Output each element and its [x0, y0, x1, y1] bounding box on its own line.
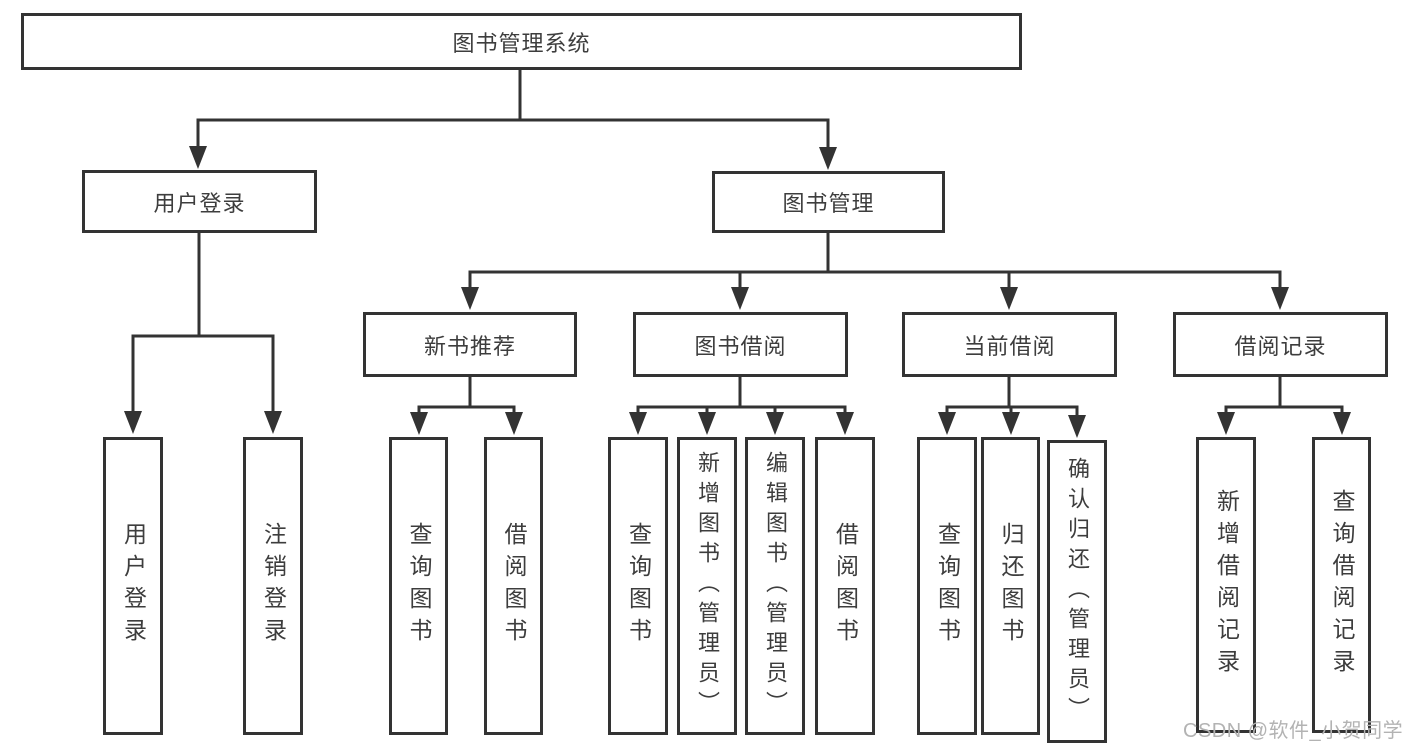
node-label: 查询借阅记录: [1329, 489, 1355, 681]
node-library-management-system: 图书管理系统: [21, 13, 1022, 70]
connector-new-books-to-leaves: [410, 377, 523, 435]
leaf-query-books-1: 查询图书: [389, 437, 448, 735]
leaf-user-login: 用户登录: [103, 437, 163, 735]
node-label: 查询图书: [406, 522, 432, 650]
node-label: 图书借阅: [694, 333, 787, 359]
node-label: 注销登录: [260, 522, 287, 650]
connector-current-borrow-to-leaves: [938, 377, 1086, 438]
leaf-return-books: 归还图书: [981, 437, 1040, 735]
leaf-add-books-admin: 新增图书（管理员）: [677, 437, 737, 735]
node-new-book-recommendation: 新书推荐: [363, 312, 577, 377]
connector-borrow-records-to-leaves: [1217, 377, 1351, 435]
node-label: 新增借阅记录: [1213, 489, 1240, 681]
leaf-edit-books-admin: 编辑图书（管理员）: [745, 437, 805, 735]
node-book-borrowing: 图书借阅: [633, 312, 848, 377]
node-label: 当前借阅: [963, 333, 1056, 359]
node-user-login: 用户登录: [82, 170, 317, 233]
node-label: 借阅图书: [832, 522, 859, 650]
node-borrowing-records: 借阅记录: [1173, 312, 1388, 377]
connector-book-management-to-level3: [461, 233, 1289, 310]
node-label: 用户登录: [153, 190, 246, 216]
node-label: 新书推荐: [423, 333, 516, 359]
connector-user-login-to-leaves: [124, 233, 282, 434]
node-label: 编辑图书（管理员）: [763, 451, 788, 721]
node-label: 借阅记录: [1234, 333, 1327, 359]
leaf-borrow-books-1: 借阅图书: [484, 437, 543, 735]
node-label: 查询图书: [625, 522, 652, 650]
node-label: 查询图书: [934, 522, 961, 650]
leaf-borrow-books-2: 借阅图书: [815, 437, 875, 735]
leaf-query-borrow-record: 查询借阅记录: [1312, 437, 1371, 733]
leaf-query-books-2: 查询图书: [608, 437, 668, 735]
node-label: 图书管理: [782, 191, 875, 216]
node-label: 新增图书（管理员）: [695, 451, 720, 721]
leaf-add-borrow-record: 新增借阅记录: [1196, 437, 1256, 733]
node-label: 借阅图书: [501, 522, 527, 650]
node-label: 确认归还（管理员）: [1065, 456, 1090, 727]
leaf-confirm-return-admin: 确认归还（管理员）: [1047, 440, 1107, 743]
leaf-query-books-3: 查询图书: [917, 437, 977, 735]
connector-book-borrow-to-leaves: [629, 377, 854, 435]
leaf-logout: 注销登录: [243, 437, 303, 735]
connector-root-to-level2: [189, 70, 837, 170]
node-label: 归还图书: [998, 522, 1024, 650]
node-label: 用户登录: [120, 522, 147, 650]
node-current-borrowing: 当前借阅: [902, 312, 1117, 377]
node-label: 图书管理系统: [452, 30, 591, 56]
node-book-management: 图书管理: [712, 171, 945, 233]
csdn-watermark: CSDN @软件_小贺同学: [1183, 720, 1404, 742]
